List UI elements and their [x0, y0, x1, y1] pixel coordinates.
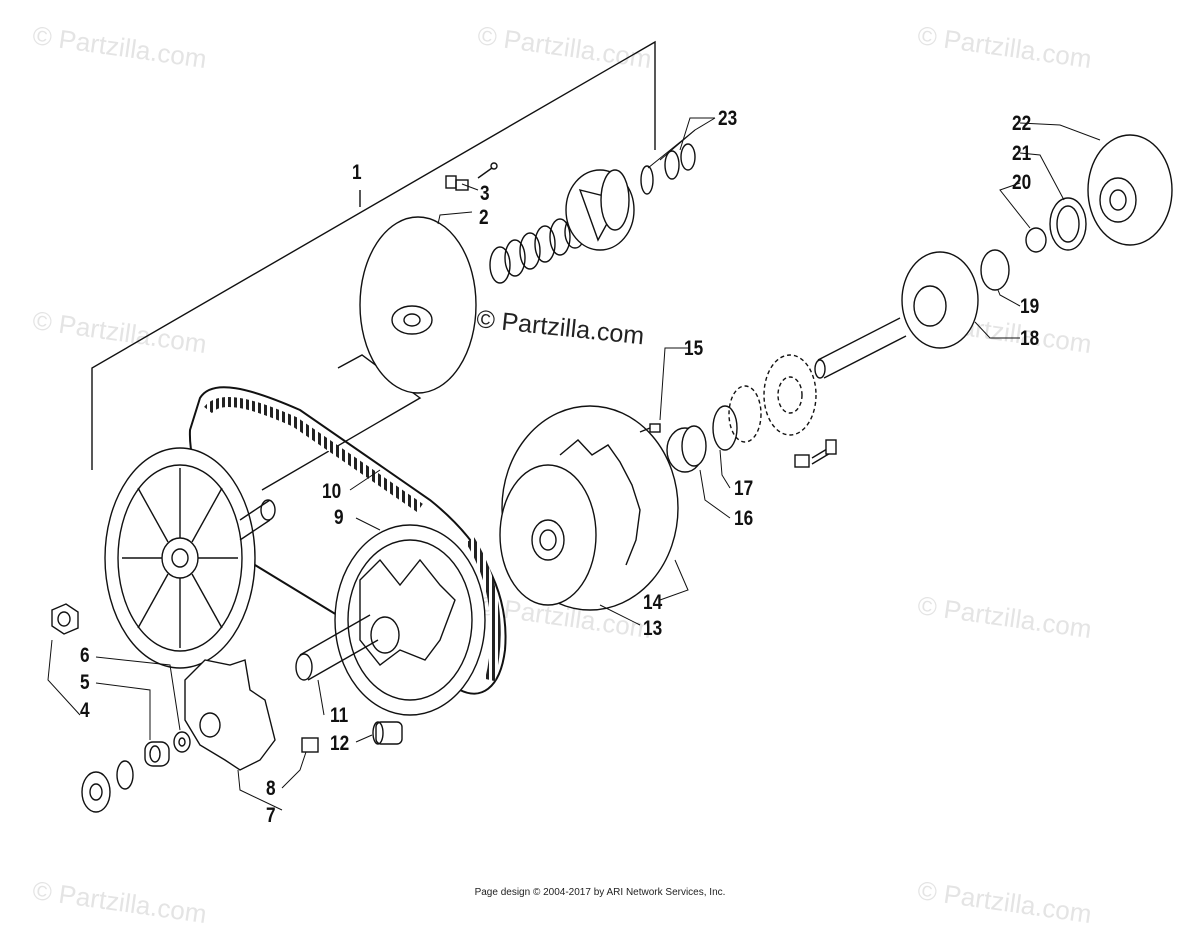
snap-rings [640, 143, 696, 195]
bearing-21 [1049, 197, 1087, 251]
driven-clutch [499, 405, 679, 611]
cam-cup [565, 169, 635, 251]
callout-17: 17 [734, 477, 754, 500]
callout-6: 6 [80, 644, 90, 667]
nut-20 [1025, 227, 1047, 253]
callout-14: 14 [643, 591, 663, 614]
clutch-spring [489, 215, 586, 284]
callout-11: 11 [330, 704, 349, 727]
callout-19: 19 [1020, 295, 1040, 318]
washers [81, 731, 319, 813]
ring-19 [980, 249, 1010, 291]
ring-17 [712, 385, 762, 451]
callout-1: 1 [352, 161, 362, 184]
callout-12: 12 [330, 732, 350, 755]
callout-16: 16 [734, 507, 754, 530]
shaft-11 [295, 614, 379, 681]
callout-20: 20 [1012, 171, 1032, 194]
callout-18: 18 [1020, 327, 1040, 350]
key-parts [445, 162, 498, 191]
callout-13: 13 [643, 617, 663, 640]
callout-4: 4 [80, 699, 90, 722]
copyright-footer: Page design © 2004-2017 by ARI Network S… [474, 887, 726, 898]
fixed-sheave [104, 447, 276, 669]
callout-10: 10 [322, 480, 342, 503]
callout-15: 15 [684, 337, 704, 360]
callout-5: 5 [80, 671, 90, 694]
callout-21: 21 [1012, 142, 1032, 165]
callout-2: 2 [479, 206, 489, 229]
spider-plate [184, 659, 276, 771]
exploded-parts-diagram: © Partzilla.com © Partzilla.com © Partzi… [31, 20, 1173, 929]
callout-9: 9 [334, 506, 344, 529]
drive-clutch [334, 524, 486, 716]
bearing [763, 354, 817, 436]
callout-8: 8 [266, 777, 276, 800]
leader-lines [47, 117, 1101, 811]
screw-15 [639, 423, 661, 433]
parts-line-art [47, 40, 1173, 813]
bushing-16 [666, 425, 707, 473]
nut-4 [51, 603, 79, 635]
callout-22: 22 [1012, 112, 1032, 135]
callout-23: 23 [718, 107, 738, 130]
callout-7: 7 [266, 804, 276, 827]
bolt [794, 439, 837, 468]
roller-12 [372, 721, 403, 745]
movable-sheave [359, 216, 477, 394]
output-shaft [814, 251, 979, 379]
centrifugal-clutch [1087, 134, 1173, 246]
callout-3: 3 [480, 182, 490, 205]
